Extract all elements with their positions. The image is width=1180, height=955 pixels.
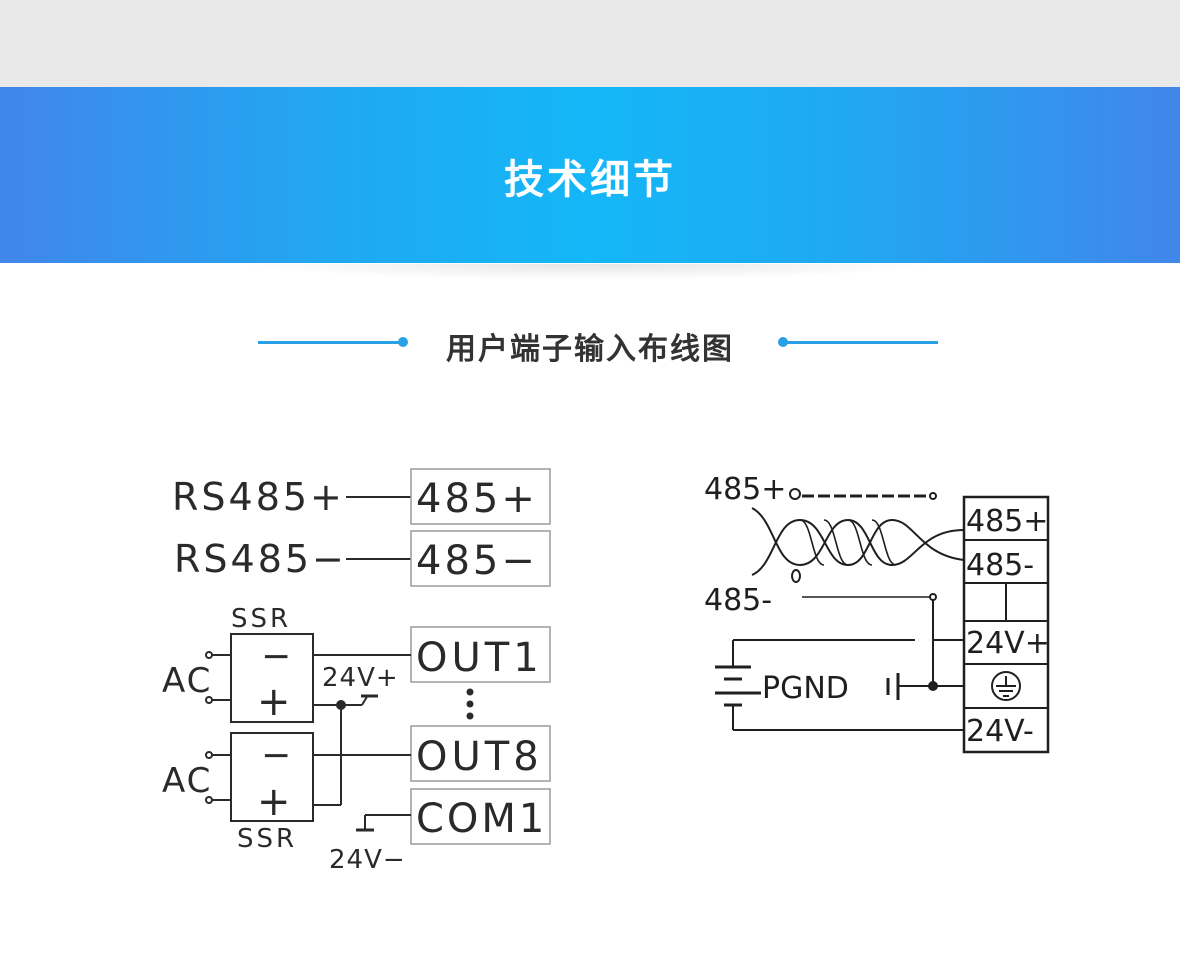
terminal-485-plus-label-right: 485+: [966, 504, 1048, 539]
heading-dot-right: [778, 337, 788, 347]
wire-485-minus-label: 485-: [704, 583, 772, 618]
heading-dot-left: [398, 337, 408, 347]
terminal-block-right: [962, 495, 1050, 754]
header-banner: 技术细节: [0, 87, 1180, 263]
section-heading: 用户端子输入布线图: [0, 320, 1180, 367]
label-ac-bottom: AC: [162, 761, 212, 801]
terminal-com1-label: COM1: [416, 796, 547, 842]
section-title: 用户端子输入布线图: [446, 332, 734, 367]
terminal-485-minus-label: 485−: [416, 538, 538, 584]
wire-485-plus-label: 485+: [704, 472, 786, 507]
terminal-485-plus-label: 485+: [416, 476, 538, 522]
terminal-com1-box: [410, 788, 551, 845]
label-rs485-minus: RS485−: [174, 537, 347, 581]
terminal-485-minus-label-right: 485-: [966, 548, 1034, 583]
pgnd-label: PGND: [762, 671, 849, 706]
ssr-bottom-minus: −: [261, 735, 291, 776]
top-band: [0, 0, 1180, 87]
label-24v-plus: 24V+: [322, 663, 399, 693]
terminal-out8-box: [410, 725, 551, 782]
heading-line-left: [258, 341, 400, 344]
ssr-top-minus: −: [261, 636, 291, 677]
ssr-bottom-box: [230, 732, 314, 822]
terminal-485-plus-box: [410, 468, 551, 525]
ssr-top-box: [230, 633, 314, 723]
banner-title: 技术细节: [504, 157, 676, 203]
ellipsis-dot: [466, 712, 474, 720]
label-ssr-bottom: SSR: [237, 824, 297, 854]
ssr-top-plus: +: [257, 679, 291, 725]
label-ac-top: AC: [162, 661, 212, 701]
label-24v-minus: 24V−: [329, 845, 406, 875]
twisted-wire-b: [751, 518, 965, 576]
terminal-out1-label: OUT1: [416, 635, 543, 681]
banner-shadow: [240, 264, 940, 280]
label-rs485-plus: RS485+: [172, 475, 345, 519]
terminal-24v-minus-label: 24V-: [966, 714, 1034, 749]
terminal-24v-plus-label: 24V+: [966, 626, 1050, 661]
ssr-bottom-plus: +: [257, 779, 291, 825]
label-ssr-top: SSR: [231, 604, 291, 634]
ellipsis-dot: [466, 700, 474, 708]
heading-line-right: [786, 341, 938, 344]
terminal-485-minus-box: [410, 530, 551, 587]
ellipsis-dot: [466, 688, 474, 696]
terminal-out8-label: OUT8: [416, 734, 543, 780]
